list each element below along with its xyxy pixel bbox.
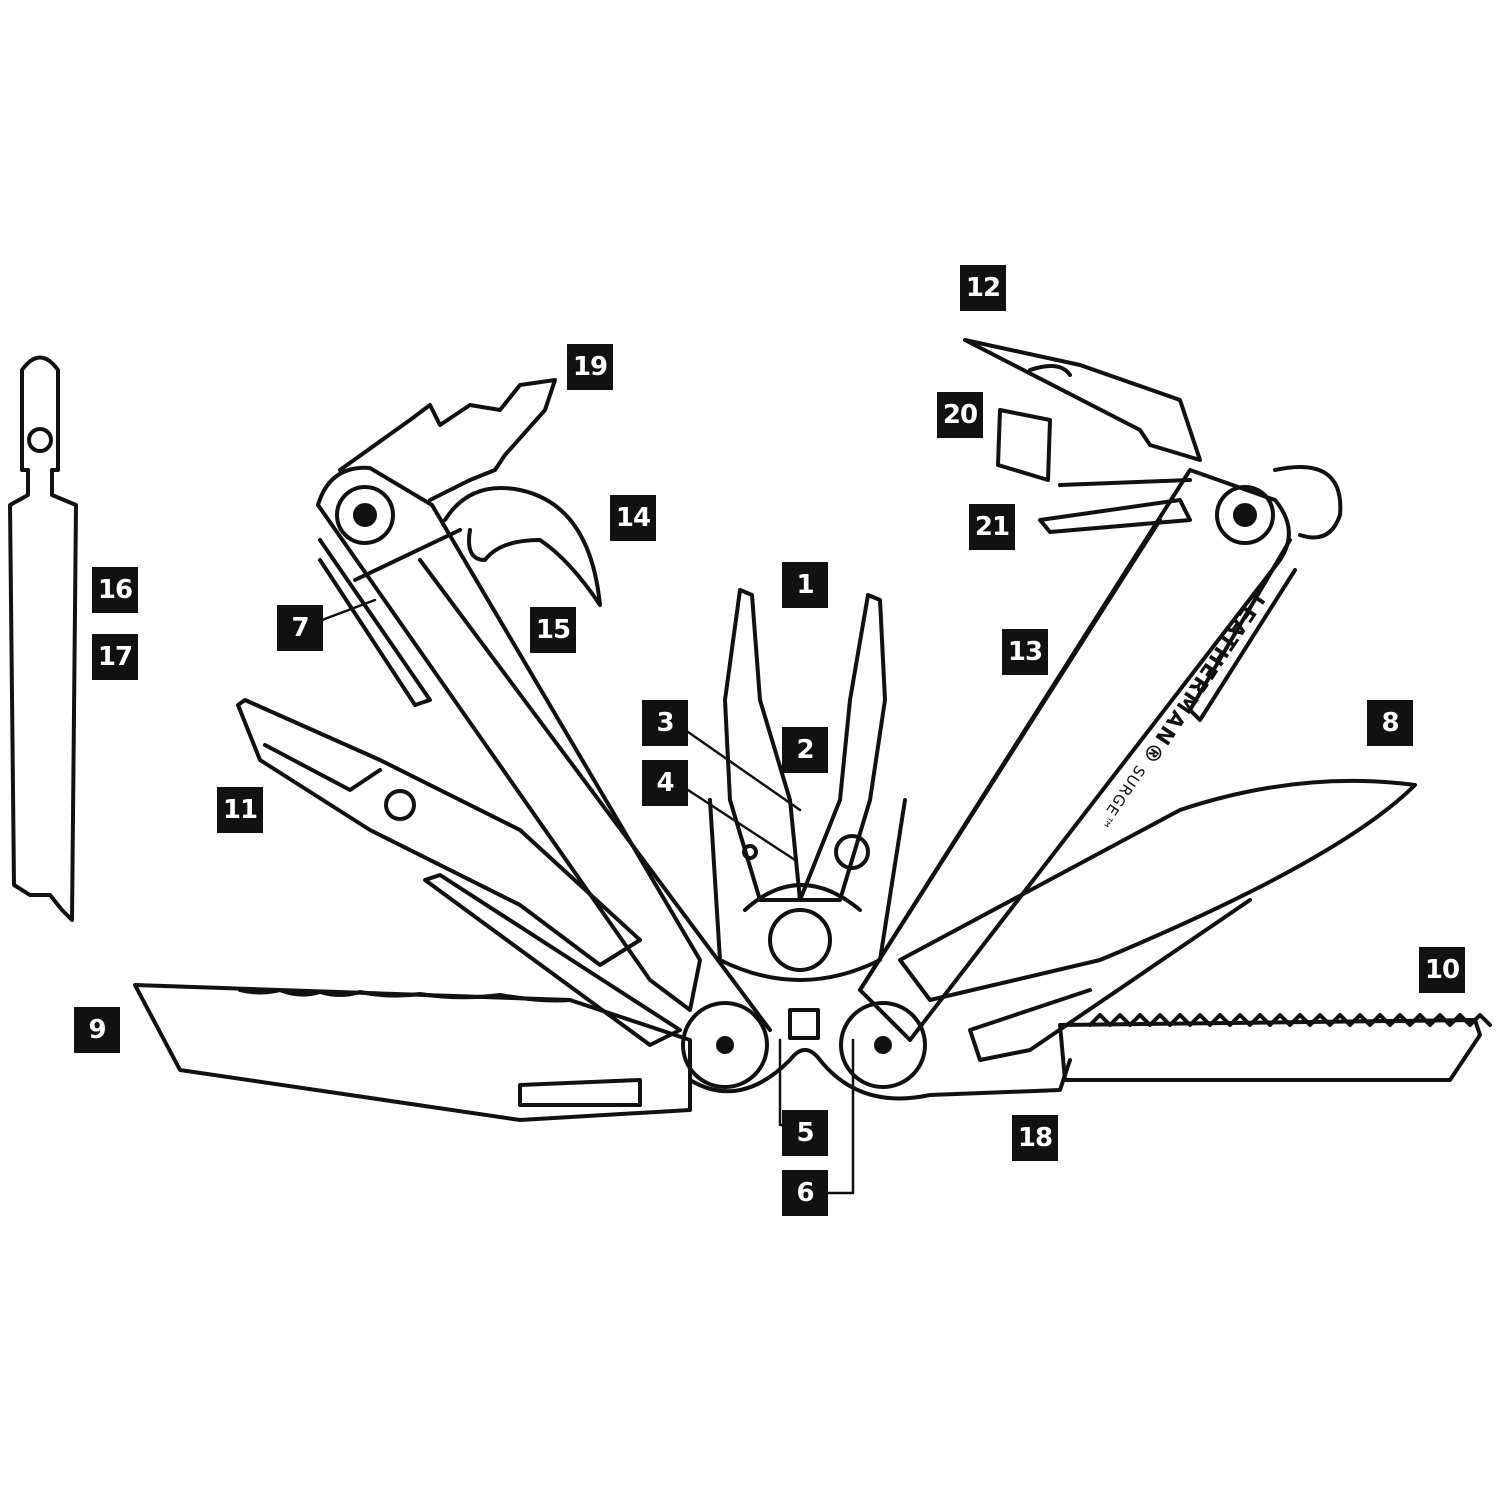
right-handle — [858, 465, 1343, 1042]
left-handle — [316, 465, 772, 1032]
callout-2: 2 — [782, 727, 828, 773]
main-knife-blade — [898, 778, 1417, 1062]
pivots — [681, 1001, 1072, 1101]
callout-3: 3 — [642, 700, 688, 746]
saw-blade — [1058, 1013, 1492, 1082]
callout-7: 7 — [277, 605, 323, 651]
jigsaw-blade — [8, 355, 78, 922]
bottle-opener — [443, 486, 602, 607]
callout-17: 17 — [92, 634, 138, 680]
leader-lines — [320, 598, 855, 1195]
callout-12: 12 — [960, 265, 1006, 311]
callout-10: 10 — [1419, 947, 1465, 993]
callout-9: 9 — [74, 1007, 120, 1053]
knife-and-bits — [963, 338, 1202, 534]
callout-1: 1 — [782, 562, 828, 608]
callout-5: 5 — [782, 1110, 828, 1156]
callout-6: 6 — [782, 1170, 828, 1216]
callout-11: 11 — [217, 787, 263, 833]
callout-18: 18 — [1012, 1115, 1058, 1161]
callout-15: 15 — [530, 607, 576, 653]
callout-20: 20 — [937, 392, 983, 438]
callout-13: 13 — [1002, 629, 1048, 675]
scissors — [236, 698, 642, 967]
callout-21: 21 — [969, 504, 1015, 550]
pliers — [708, 588, 907, 982]
callout-16: 16 — [92, 567, 138, 613]
bit-driver — [338, 378, 557, 502]
callout-4: 4 — [642, 760, 688, 806]
callout-14: 14 — [610, 495, 656, 541]
callout-8: 8 — [1367, 700, 1413, 746]
callout-19: 19 — [567, 344, 613, 390]
serrated-blade — [133, 873, 692, 1122]
